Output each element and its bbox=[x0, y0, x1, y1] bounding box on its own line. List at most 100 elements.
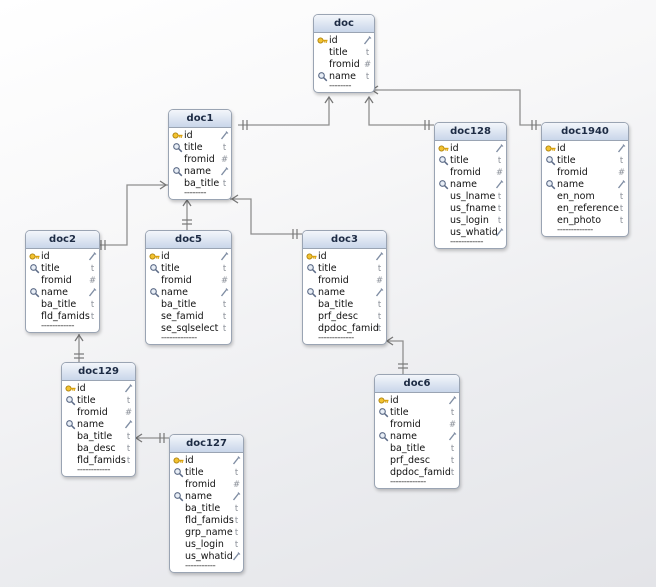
index-icon bbox=[172, 166, 183, 178]
column-row[interactable]: id bbox=[542, 143, 628, 155]
table-title[interactable]: doc2 bbox=[26, 231, 99, 249]
table-title[interactable]: doc1940 bbox=[542, 123, 628, 141]
table-title[interactable]: doc127 bbox=[170, 435, 243, 453]
column-row[interactable]: fromid# bbox=[303, 275, 386, 287]
column-row[interactable]: name bbox=[435, 179, 506, 191]
table-title[interactable]: doc6 bbox=[375, 375, 459, 393]
column-row[interactable]: fromid# bbox=[26, 275, 99, 287]
column-row[interactable]: name bbox=[542, 179, 628, 191]
column-row[interactable]: name bbox=[62, 419, 135, 431]
text-type-icon: t bbox=[497, 216, 502, 226]
table-title[interactable]: doc5 bbox=[146, 231, 231, 249]
arrow-head bbox=[230, 194, 239, 204]
column-row[interactable]: name bbox=[169, 166, 231, 178]
column-row[interactable]: name bbox=[375, 431, 459, 443]
column-row[interactable]: id bbox=[169, 130, 231, 142]
column-row[interactable]: us_whatid bbox=[170, 551, 243, 563]
relation-line bbox=[238, 97, 330, 126]
column-row[interactable]: us_whatid bbox=[435, 227, 506, 239]
column-row[interactable]: id bbox=[435, 143, 506, 155]
column-row[interactable]: name bbox=[303, 287, 386, 299]
more-columns-indicator: ------------- bbox=[161, 333, 197, 343]
table-title[interactable]: doc128 bbox=[435, 123, 506, 141]
numeric-type-icon bbox=[220, 130, 229, 142]
table-title[interactable]: doc bbox=[314, 15, 374, 33]
numeric-type-icon bbox=[220, 251, 229, 263]
column-name: id bbox=[329, 35, 338, 46]
column-row[interactable]: name bbox=[146, 287, 231, 299]
text-type-icon: t bbox=[222, 143, 227, 153]
column-row[interactable]: fromid# bbox=[146, 275, 231, 287]
column-row[interactable]: id bbox=[170, 455, 243, 467]
column-row[interactable]: id bbox=[303, 251, 386, 263]
column-row[interactable]: name bbox=[170, 491, 243, 503]
column-row[interactable]: id bbox=[26, 251, 99, 263]
column-row[interactable]: fromid# bbox=[435, 167, 506, 179]
column-row[interactable]: id bbox=[314, 35, 374, 47]
hash-type-icon: # bbox=[448, 420, 457, 430]
column-row[interactable]: fromid# bbox=[170, 479, 243, 491]
table-title[interactable]: doc1 bbox=[169, 110, 231, 128]
hash-type-icon: # bbox=[220, 155, 229, 165]
column-row[interactable]: fromid# bbox=[542, 167, 628, 179]
column-row[interactable]: id bbox=[146, 251, 231, 263]
column-row[interactable]: name bbox=[26, 287, 99, 299]
table-title[interactable]: doc129 bbox=[62, 363, 135, 381]
column-row[interactable]: id bbox=[375, 395, 459, 407]
column-row[interactable]: fromid# bbox=[375, 419, 459, 431]
column-row[interactable]: id bbox=[62, 383, 135, 395]
column-row[interactable]: fromid# bbox=[62, 407, 135, 419]
column-row[interactable]: fromid# bbox=[169, 154, 231, 166]
hash-type-icon: # bbox=[495, 168, 504, 178]
table-title[interactable]: doc3 bbox=[303, 231, 386, 249]
column-name: us_whatid bbox=[185, 551, 233, 562]
column-row[interactable]: fromid# bbox=[314, 59, 374, 71]
